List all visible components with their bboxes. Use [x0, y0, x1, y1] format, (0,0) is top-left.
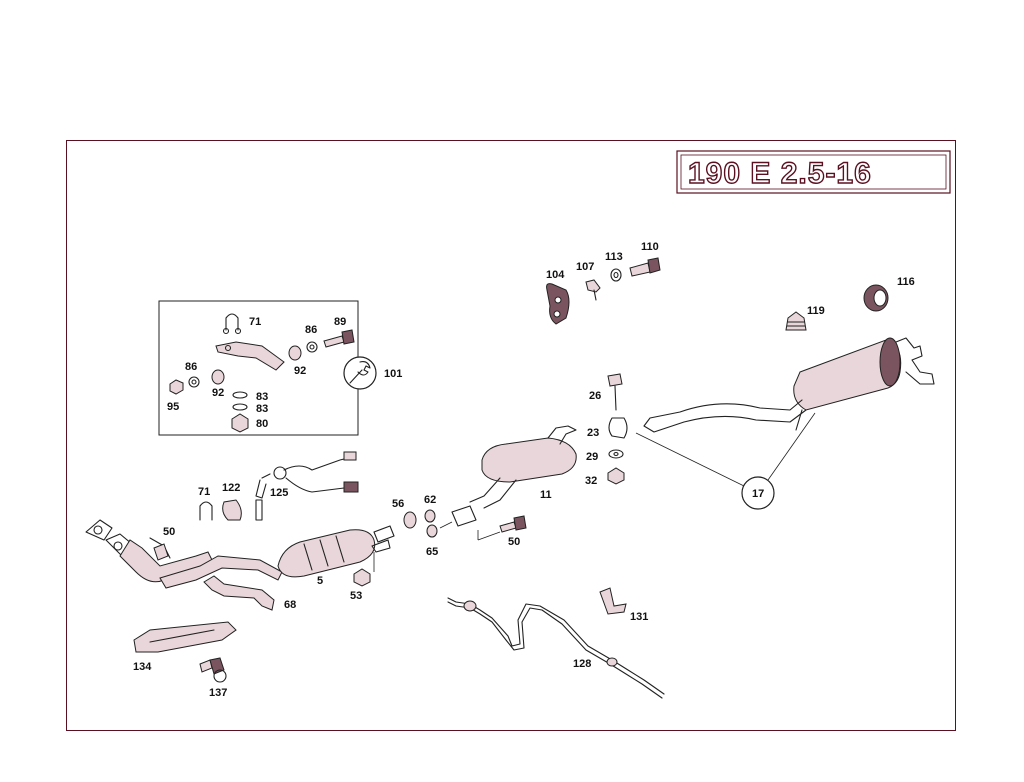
label-86a: 86: [305, 324, 317, 336]
stop-119: [785, 311, 807, 331]
clamp-62: [424, 509, 436, 523]
label-128: 128: [573, 658, 591, 670]
nut-50a: [153, 543, 169, 561]
label-71b: 71: [198, 486, 210, 498]
middle-muffler: [469, 425, 577, 509]
badge-text: 190 E 2.5-16: [688, 157, 872, 190]
label-137: 137: [209, 687, 227, 699]
label-17: 17: [752, 488, 764, 500]
label-122: 122: [222, 482, 240, 494]
nut-32: [607, 467, 625, 485]
callout-17: [741, 476, 775, 510]
label-5: 5: [317, 575, 323, 587]
label-125: 125: [270, 487, 288, 499]
diagram-frame: [66, 140, 956, 731]
label-50a: 50: [163, 526, 175, 538]
label-11: 11: [540, 489, 552, 501]
label-62: 62: [424, 494, 436, 506]
bolt-110: [629, 262, 651, 277]
label-26: 26: [589, 390, 601, 402]
label-107: 107: [576, 261, 594, 273]
clip-131: [599, 587, 627, 615]
front-pipe: [85, 519, 283, 589]
inset-parts: [169, 313, 377, 435]
label-32: 32: [585, 475, 597, 487]
oxygen-sensor-125: [255, 451, 359, 521]
sensor-line-128: [447, 597, 665, 699]
clamp-122: [222, 499, 242, 521]
label-86b: 86: [185, 361, 197, 373]
u-bolt-71b: [199, 501, 213, 521]
label-110: 110: [641, 241, 659, 253]
label-53: 53: [350, 590, 362, 602]
label-119: 119: [807, 305, 825, 317]
catalytic-converter: [277, 525, 395, 578]
rear-muffler: [643, 337, 935, 433]
bolt-89: [323, 335, 345, 348]
label-50b: 50: [508, 536, 520, 548]
hanger-parts: [546, 257, 661, 325]
bracket: [215, 341, 285, 371]
label-92b: 92: [212, 387, 224, 399]
clamp-56: [403, 511, 417, 529]
rubber-92a: [288, 345, 302, 361]
nut-53: [353, 568, 371, 587]
bolt-26: [607, 373, 623, 387]
bolt-107: [585, 279, 601, 293]
label-68: 68: [284, 599, 296, 611]
label-89: 89: [334, 316, 346, 328]
label-83a: 83: [256, 391, 268, 403]
label-104: 104: [546, 269, 565, 281]
bolt-50b: [499, 521, 517, 533]
u-bolt-71: [225, 313, 239, 331]
label-134: 134: [133, 661, 152, 673]
clamp-65: [426, 524, 438, 538]
part-number-labels: 71 89 86 92 86 92 95 83 83 80 101 104 10…: [133, 241, 915, 699]
label-80: 80: [256, 418, 268, 430]
label-95: 95: [167, 401, 179, 413]
label-113: 113: [605, 251, 623, 263]
label-101: 101: [384, 368, 402, 380]
nut-95: [169, 379, 184, 395]
hanger-104: [546, 283, 570, 325]
label-92a: 92: [294, 365, 306, 377]
label-65: 65: [426, 546, 438, 558]
label-131: 131: [630, 611, 648, 623]
model-badge: 190 E 2.5-16: [676, 150, 951, 194]
label-83b: 83: [256, 403, 268, 415]
clamp-23: [608, 417, 628, 439]
nut-80: [231, 413, 249, 433]
label-116: 116: [897, 276, 915, 288]
bracket-68: [203, 575, 275, 611]
heat-shield-134: [133, 621, 237, 653]
label-29: 29: [586, 451, 598, 463]
label-56: 56: [392, 498, 404, 510]
label-23: 23: [587, 427, 599, 439]
label-71a: 71: [249, 316, 261, 328]
